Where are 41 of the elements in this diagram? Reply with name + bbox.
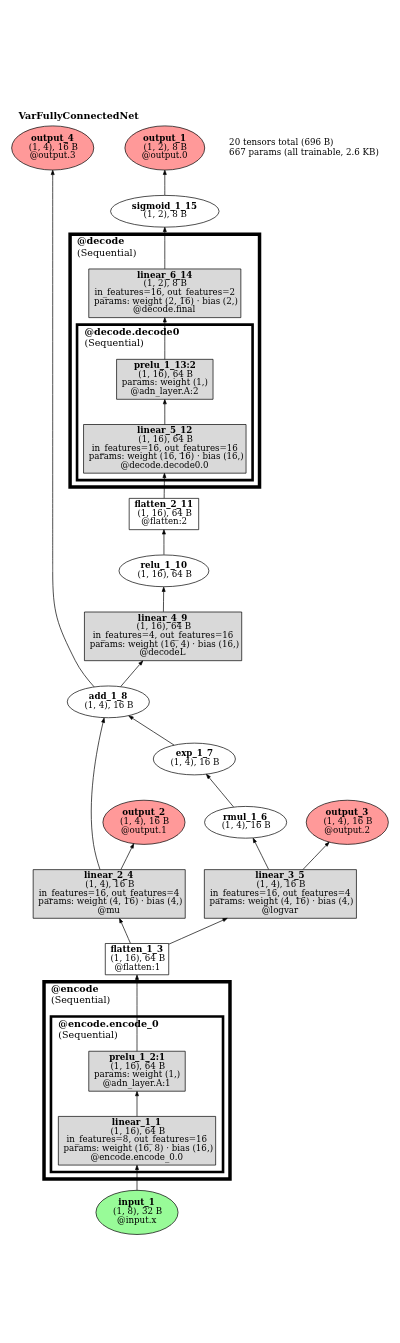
node-ellipse: rmul_1_6 (1, 4), 16 B — [204, 806, 288, 839]
node-box: linear_5_12 (1, 16), 64 B in_features=16, out_features=16 params: weight (16, 16) · bias (16,) @decode.decode0.0 — [83, 424, 247, 474]
node-ellipse: input_1 (1, 8), 32 B @input.x — [95, 1189, 179, 1235]
arrow — [162, 317, 167, 360]
arrow — [90, 717, 105, 870]
arrow — [120, 660, 144, 687]
diagram-title: VarFullyConnectedNet — [18, 109, 139, 121]
arrow — [120, 843, 135, 870]
arrow — [50, 169, 95, 688]
node-box: flatten_2_11 (1, 16), 64 B @flatten:2 — [128, 498, 200, 530]
arrow — [135, 1164, 139, 1191]
node-box: flatten_1_3 (1, 16), 64 B @flatten:1 — [104, 943, 170, 976]
arrow — [162, 169, 167, 196]
arrow — [162, 399, 167, 425]
node-ellipse: output_2 (1, 4), 16 B @output.1 — [102, 799, 186, 845]
label: 667 params (all trainable, 2.6 KB) — [229, 146, 379, 157]
node-ellipse: output_1 (1, 2), 8 B @output.0 — [124, 125, 206, 171]
arrow — [162, 472, 167, 499]
node-box: linear_2_4 (1, 4), 16 B in_features=16, out_features=4 params: weight (4, 16) · bias (4,) @mu — [32, 869, 186, 919]
arrow — [206, 774, 234, 808]
arrow — [168, 918, 228, 945]
node-box: linear_1_1 (1, 16), 64 B in_features=8, out_features=16 params: weight (16, 8) · bias (16,) @encode.encode_0.0 — [58, 1116, 216, 1166]
node-ellipse: exp_1_7 (1, 4), 16 B — [152, 742, 236, 776]
node-box: prelu_1_13:2 (1, 16), 64 B params: weight (1,) @adn_layer.A:2 — [116, 359, 214, 400]
node-ellipse: relu_1_10 (1, 16), 64 B — [118, 554, 210, 588]
arrow — [119, 918, 131, 944]
arrow — [162, 529, 166, 555]
arrow — [128, 715, 175, 746]
node-ellipse: sigmoid_1_15 (1, 2), 8 B — [110, 195, 220, 228]
node-box: linear_4_9 (1, 16), 64 B in_features=4, out_features=16 params: weight (16, 4) · bias (16,) @decodeL — [84, 611, 243, 662]
arrow — [252, 837, 269, 870]
arrow — [135, 974, 139, 1052]
node-ellipse: output_4 (1, 4), 16 B @output.3 — [11, 125, 95, 171]
label: 20 tensors total (696 B) — [229, 137, 334, 148]
node-box: prelu_1_2:1 (1, 16), 64 B params: weight (1,) @adn_layer.A:1 — [88, 1050, 186, 1092]
arrow — [135, 1091, 139, 1117]
arrow — [162, 226, 167, 270]
node-box: linear_6_14 (1, 2), 8 B in_features=16, out_features=2 params: weight (2, 16) · bias (2,) @decode.final — [88, 268, 242, 318]
arrow — [302, 841, 330, 870]
node-box: linear_3_5 (1, 4), 16 B in_features=16, out_features=4 params: weight (4, 16) · bias (4,) @logvar — [204, 869, 357, 919]
arrow — [161, 586, 166, 613]
